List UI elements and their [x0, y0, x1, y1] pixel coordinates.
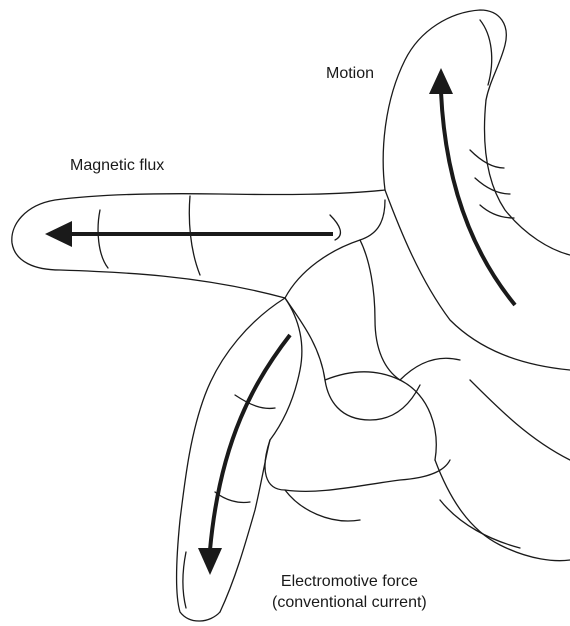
emf-arrow	[198, 335, 290, 575]
emf-label-line1: Electromotive force	[272, 572, 427, 593]
motion-arrow-head	[429, 68, 453, 94]
flux-arrow-head	[45, 221, 72, 247]
magnetic-flux-label: Magnetic flux	[70, 156, 164, 177]
motion-arrow-shaft	[441, 92, 515, 305]
emf-arrow-shaft	[210, 335, 290, 550]
thumb-outline	[383, 10, 570, 370]
motion-arrow	[429, 68, 515, 305]
palm-outline	[265, 200, 570, 561]
motion-label: Motion	[326, 64, 374, 85]
electromotive-force-label: Electromotive force (conventional curren…	[272, 572, 427, 614]
emf-arrow-head	[198, 548, 222, 575]
emf-label-line2: (conventional current)	[272, 593, 427, 614]
